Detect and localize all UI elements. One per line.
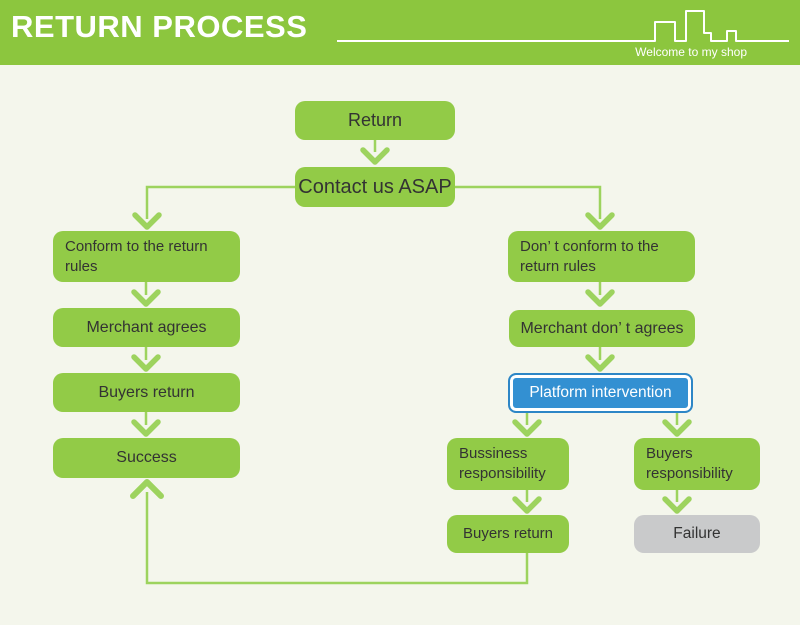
arrowhead-platform-to-buyers-resp	[662, 419, 692, 437]
page-title: RETURN PROCESS	[11, 9, 308, 44]
arrow-contact-to-conform	[145, 185, 295, 219]
node-return: Return	[295, 101, 455, 140]
welcome-tagline: Welcome to my shop	[635, 45, 747, 59]
node-buyers-responsibility: Buyers responsibility	[634, 438, 760, 490]
arrowhead-loop-to-success	[130, 479, 164, 499]
arrow-contact-to-dont-conform	[455, 185, 602, 219]
arrowhead-merchant-dont-to-platform	[585, 354, 615, 372]
node-buyers-return-right: Buyers return	[447, 515, 569, 553]
node-dont-conform-rules: Don’ t conform to the return rules	[508, 231, 695, 282]
node-merchant-agrees: Merchant agrees	[53, 308, 240, 347]
node-conform-rules: Conform to the return rules	[53, 231, 240, 282]
header-bar: RETURN PROCESS Welcome to my shop	[0, 0, 800, 65]
node-business-responsibility: Bussiness responsibility	[447, 438, 569, 490]
arrowhead-buyers-return-to-success	[131, 419, 161, 437]
node-failure: Failure	[634, 515, 760, 553]
arrow-loop-buyers-return-to-success	[145, 492, 529, 585]
node-buyers-return-left: Buyers return	[53, 373, 240, 412]
arrowhead-dont-conform-to-merchant-dont	[585, 289, 615, 307]
arrowhead-buyers-resp-to-failure	[662, 496, 692, 514]
arrowhead-merchant-agrees-to-buyers-return	[131, 354, 161, 372]
arrowhead-business-resp-to-buyers-return	[512, 496, 542, 514]
node-merchant-dont-agrees: Merchant don’ t agrees	[509, 310, 695, 347]
arrowhead-platform-to-business-resp	[512, 419, 542, 437]
node-success: Success	[53, 438, 240, 478]
city-skyline-icon	[337, 10, 789, 42]
arrowhead-return-to-contact	[360, 147, 390, 165]
arrowhead-contact-to-dont-conform	[585, 212, 615, 230]
node-platform-intervention: Platform intervention	[508, 373, 693, 413]
node-contact-us-asap: Contact us ASAP	[295, 167, 455, 207]
arrowhead-conform-to-merchant-agrees	[131, 289, 161, 307]
arrowhead-contact-to-conform	[132, 212, 162, 230]
